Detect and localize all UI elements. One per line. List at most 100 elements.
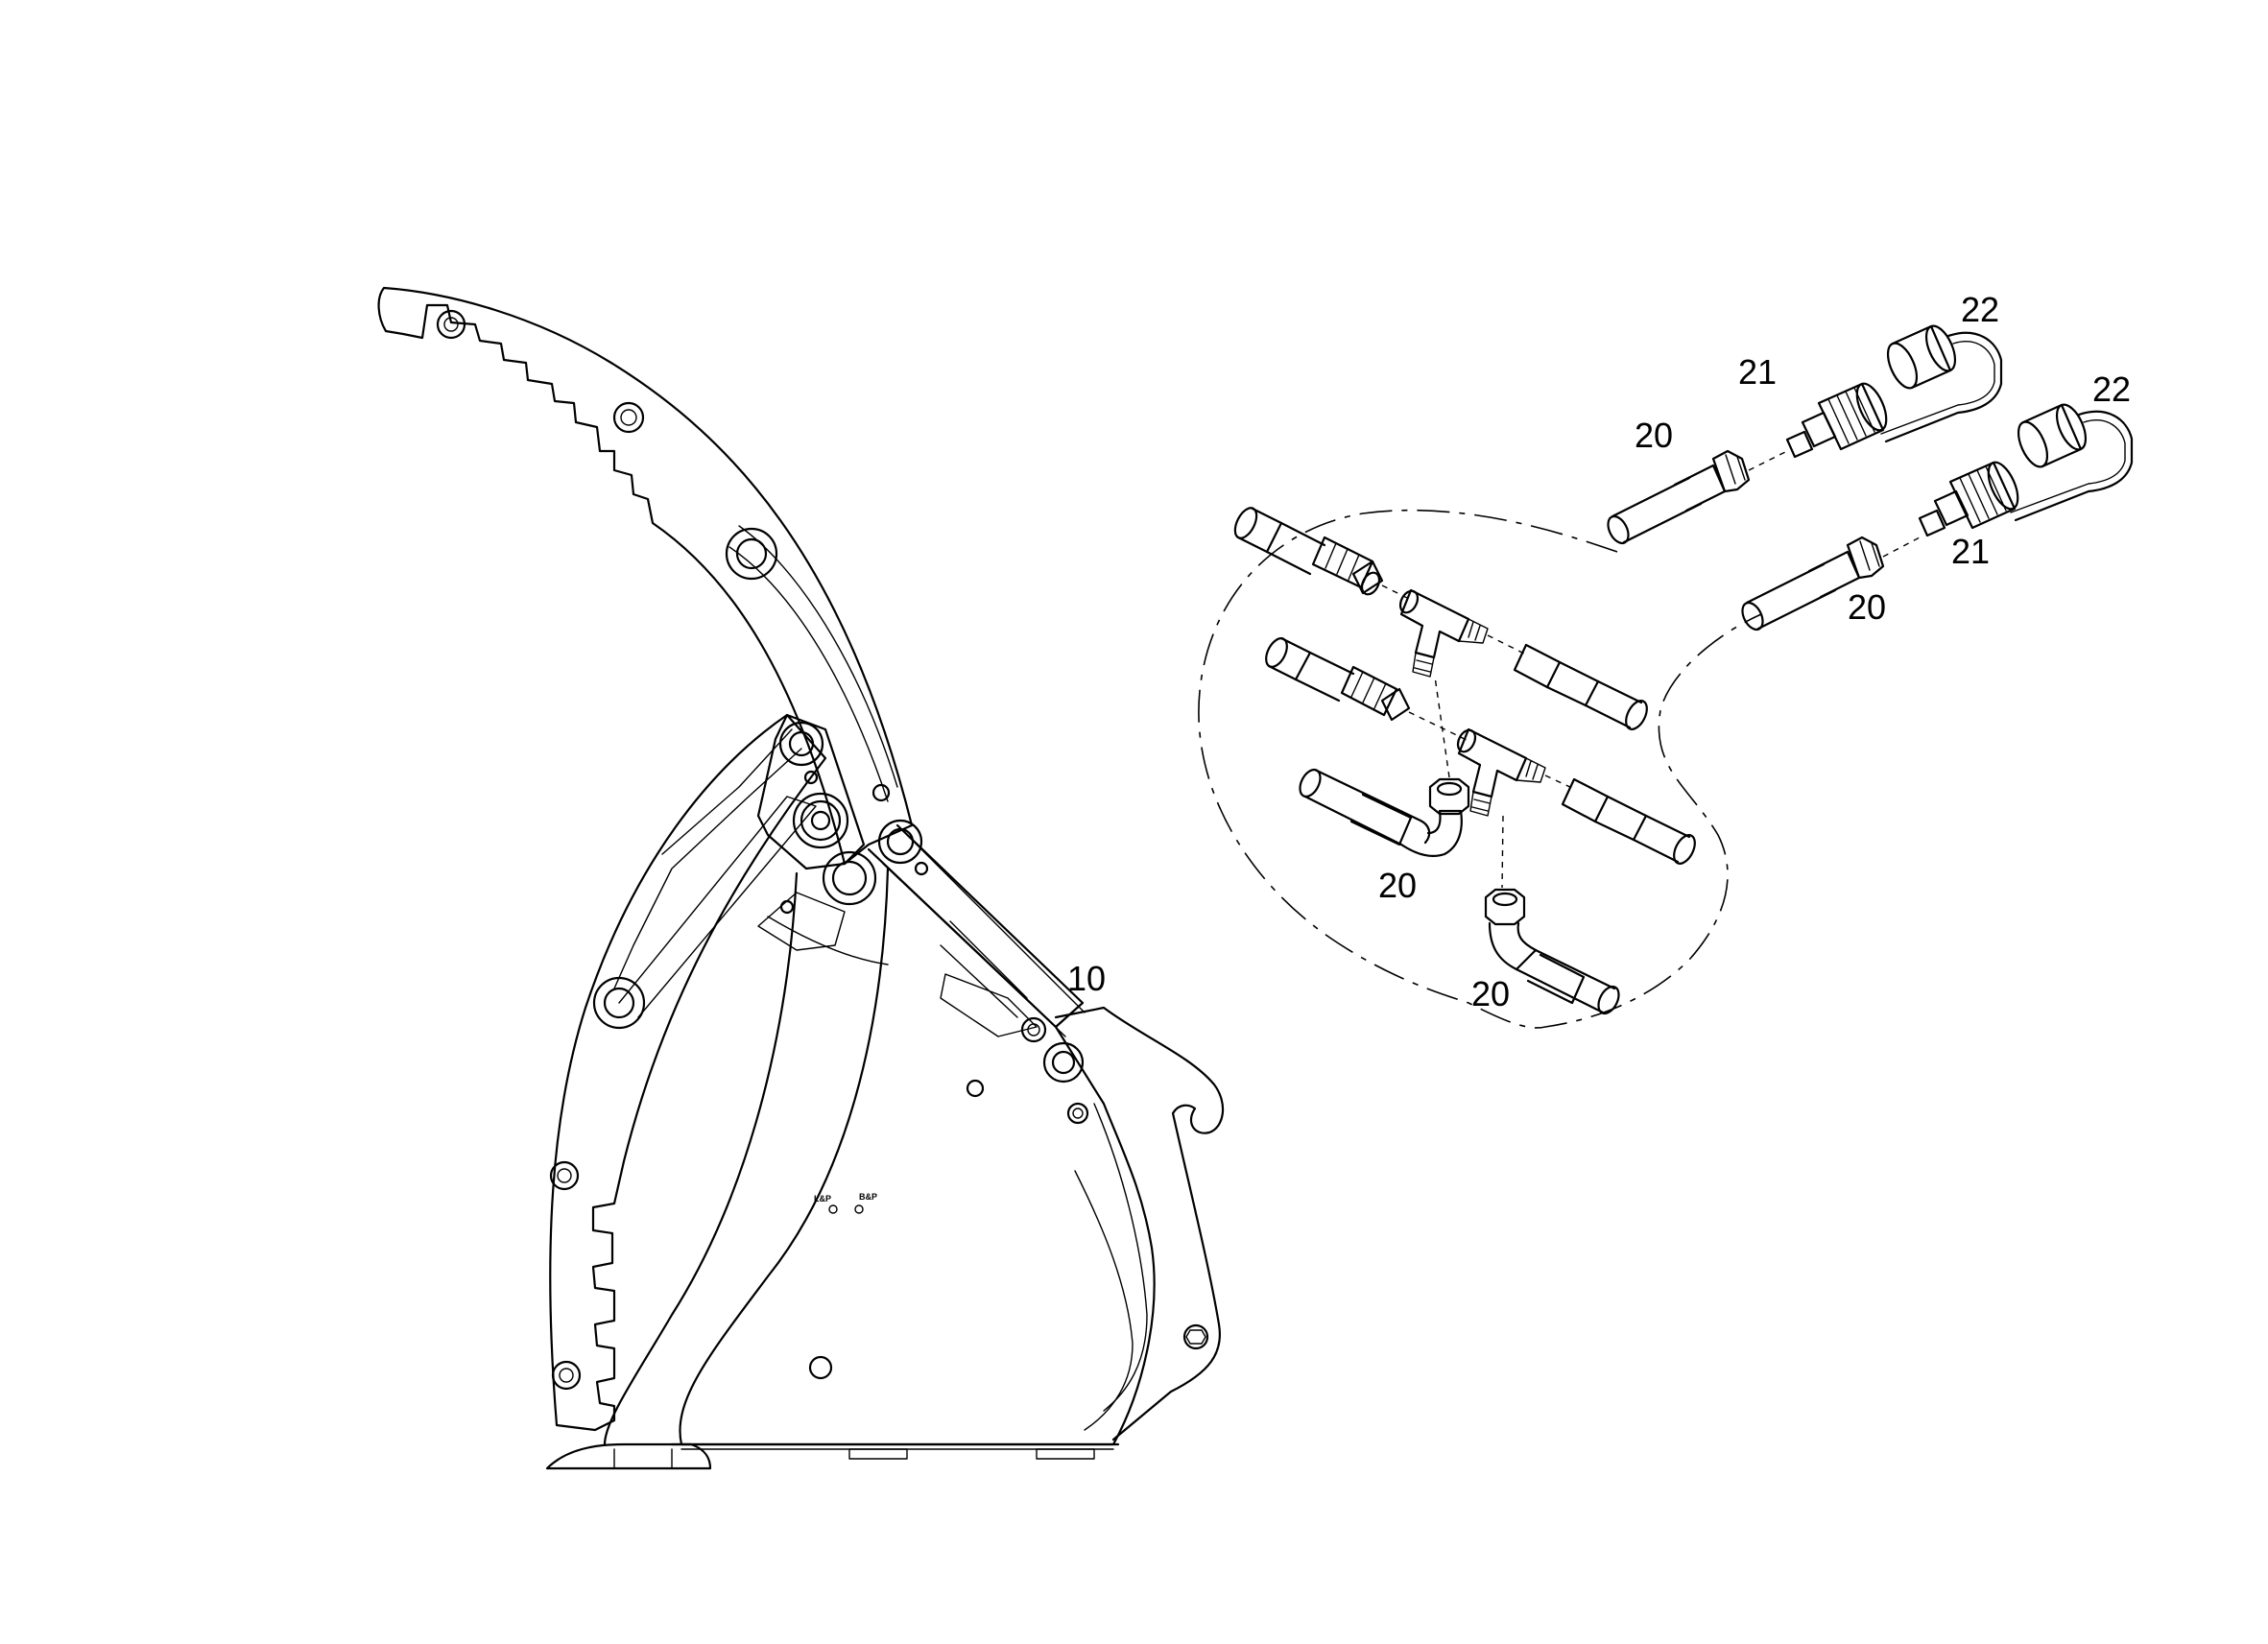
small-bolt xyxy=(779,899,795,915)
elbow-port xyxy=(1436,781,1463,797)
link-pivot xyxy=(778,721,824,767)
frame-pin-inner xyxy=(559,1368,574,1383)
cap-strap xyxy=(1884,331,2003,443)
hose-nut-lines xyxy=(1325,542,1360,581)
elbow-hose-left xyxy=(1299,676,1470,858)
coupler-face xyxy=(1987,461,2019,511)
frame-pin-inner xyxy=(603,987,635,1019)
coupler-hex xyxy=(1933,489,1970,527)
quick-coupler-lower xyxy=(1741,403,2134,631)
link-pivot xyxy=(792,792,849,849)
hose-crimp xyxy=(1593,795,1648,842)
cylinder-pin-inner xyxy=(1027,1023,1040,1036)
small-bolt xyxy=(803,770,819,785)
bucket-rib-2 xyxy=(1074,1170,1134,1431)
swivel-nut xyxy=(1380,687,1411,722)
elbow xyxy=(1399,809,1463,858)
link-pivot-inner xyxy=(831,860,868,896)
arm-pivot xyxy=(725,527,778,581)
link-pivot-inner xyxy=(886,827,915,856)
tee-thread xyxy=(1516,757,1546,783)
arm-pin-inner xyxy=(620,409,637,426)
dash-link xyxy=(1381,584,1412,601)
lower-grapple-frame xyxy=(549,713,827,1432)
callout-21-lower: 21 xyxy=(1951,532,1990,571)
hydraulic-cylinder-rod xyxy=(882,834,1086,1037)
cylinder-pin xyxy=(1020,1016,1047,1043)
back-plate-hex xyxy=(1185,1329,1206,1345)
bucket-hole xyxy=(808,1355,833,1380)
elbow-hose-right xyxy=(1484,815,1620,1015)
swivel-nut-face xyxy=(1360,571,1381,596)
dash-link xyxy=(1882,536,1921,558)
callout-10: 10 xyxy=(1067,959,1106,998)
marking-right: B&P xyxy=(859,1192,877,1202)
bucket-hole xyxy=(966,1079,985,1098)
cylinder-mount-inner xyxy=(1051,1050,1076,1075)
tee-port xyxy=(1456,728,1477,753)
dash-link xyxy=(1544,774,1575,790)
bucket-inner-curve xyxy=(603,871,799,1446)
hose xyxy=(1515,948,1616,1014)
bucket-edge xyxy=(767,916,889,965)
tee-fitting xyxy=(1399,588,1470,659)
bucket-hole xyxy=(828,1204,838,1214)
left-foot-detail xyxy=(613,1448,673,1469)
bucket-back-plate xyxy=(1054,1006,1225,1441)
hose xyxy=(1267,636,1312,681)
tee-port xyxy=(1398,589,1420,614)
hydraulic-cylinder xyxy=(867,823,1085,1029)
coupler-hex xyxy=(1801,411,1837,448)
coupler-nipple xyxy=(1785,430,1814,459)
cap-strap-2 xyxy=(2010,419,2126,513)
dash-link xyxy=(1434,676,1450,778)
elbow xyxy=(1488,921,1538,971)
arm-pivot-inner xyxy=(735,537,768,570)
callout-labels: 10 20 20 20 20 21 21 22 22 xyxy=(1067,290,2131,1013)
hose-segment xyxy=(1584,679,1643,729)
hose-nut xyxy=(1846,536,1885,580)
bucket-hole xyxy=(854,1204,864,1214)
small-bolt xyxy=(871,783,891,802)
bucket-side-plate xyxy=(679,867,1156,1446)
callout-20-hose-upper: 20 xyxy=(1635,416,1673,455)
hose-end xyxy=(1607,514,1630,545)
dash-link xyxy=(1487,634,1527,655)
hose-end xyxy=(1233,507,1258,539)
arm-pin-inner xyxy=(443,317,459,332)
dust-cap-top xyxy=(2055,403,2088,451)
middle-hose-line xyxy=(1265,636,1696,865)
hose-crimp xyxy=(1526,953,1586,1005)
hose-nut-lines xyxy=(1859,540,1880,571)
hose-crimp xyxy=(1673,464,1727,512)
tee-stem-thread xyxy=(1412,652,1435,678)
elbow-port xyxy=(1492,892,1518,907)
callout-21-upper: 21 xyxy=(1738,352,1777,392)
cap-strap-2 xyxy=(1880,341,1995,435)
elbow-nut xyxy=(1484,888,1526,926)
hose-nut xyxy=(1711,449,1751,493)
kit-boundary xyxy=(1198,509,1762,1029)
hose-nut xyxy=(1513,643,1562,689)
hose-end xyxy=(1299,768,1322,798)
arm-pin xyxy=(436,309,466,340)
hose-end xyxy=(1265,637,1288,668)
hose-end xyxy=(1673,834,1696,865)
hydraulic-kit xyxy=(1198,324,2134,1029)
frame-pin xyxy=(551,1360,582,1391)
cylinder-mount xyxy=(1066,1102,1089,1125)
dash-link xyxy=(1748,450,1788,471)
cylinder-plate xyxy=(940,973,1038,1037)
bucket-rib xyxy=(1093,1103,1148,1412)
cap-strap xyxy=(2014,410,2134,522)
dust-cap xyxy=(1891,324,1952,390)
callout-20-elbow-left: 20 xyxy=(1378,866,1417,905)
link-pivot xyxy=(877,819,923,865)
tee-thread xyxy=(1458,618,1489,644)
callout-20-hose-lower: 20 xyxy=(1848,587,1886,627)
bracket xyxy=(757,892,846,951)
cylinder-mount xyxy=(1042,1041,1085,1084)
hose-crimp xyxy=(1545,660,1600,707)
lower-frame-rib xyxy=(613,748,802,989)
link-pivot-inner xyxy=(810,810,831,831)
